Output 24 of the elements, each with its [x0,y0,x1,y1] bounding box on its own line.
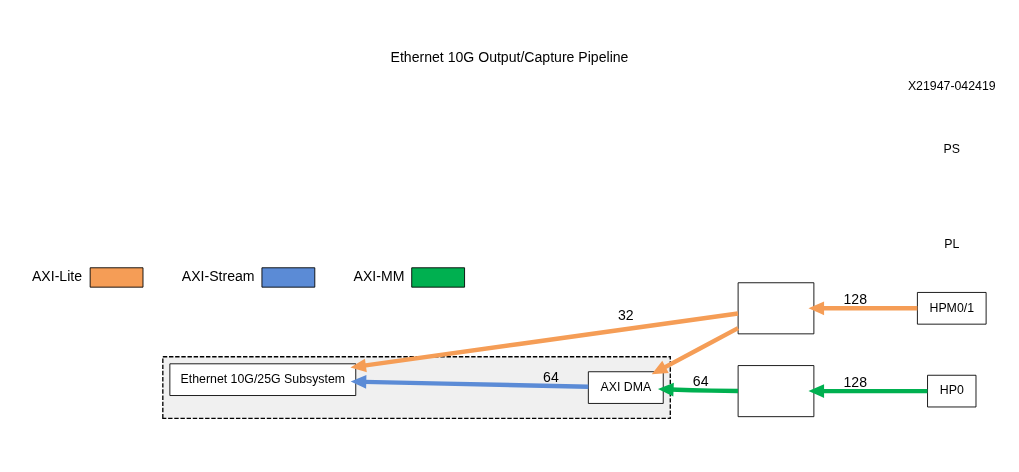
diagram-title: Ethernet 10G Output/Capture Pipeline [390,48,629,65]
node-box: HPM0/1 [916,291,987,325]
node-box: HP0 [927,374,977,407]
label: X21947-042419 [907,78,996,93]
edge-label: 128 [843,373,868,390]
arrow [657,382,739,396]
arrow [808,300,918,315]
label: PS [943,141,960,156]
node-box: Ethernet 10G/25G Subsystem [169,362,357,396]
edge-label: 128 [843,290,868,307]
label: PL [944,236,960,251]
arrow [350,374,589,389]
arrow [651,325,740,374]
node-box [737,364,815,417]
edge-label: 32 [617,306,634,323]
arrow [808,383,928,398]
edge-label: 64 [692,372,709,389]
legend-label: AXI-Stream [181,267,255,284]
legend-label: AXI-Lite [31,267,83,284]
node-box [737,281,815,334]
legend-label: AXI-MM [353,267,405,284]
arrow [350,310,739,372]
node-box: AXI DMA [587,370,664,404]
edge-label: 64 [543,368,559,385]
